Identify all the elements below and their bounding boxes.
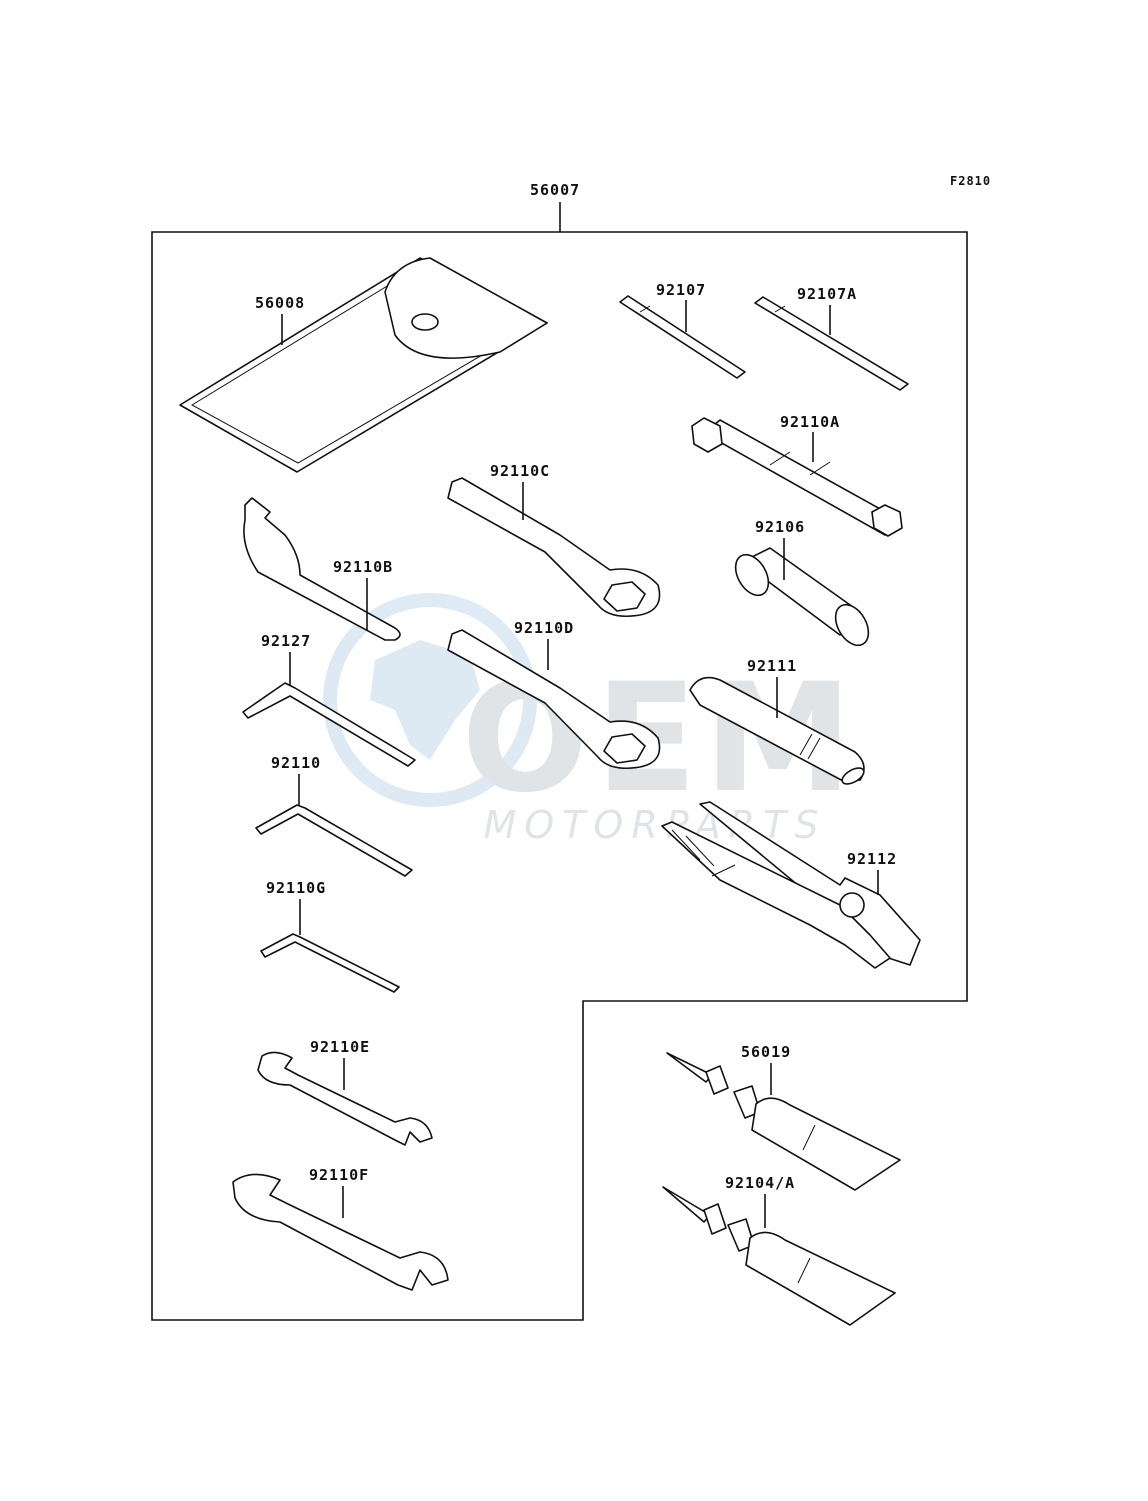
label-wrench-f: 92110F xyxy=(309,1166,369,1184)
label-tube-2: 92104/A xyxy=(725,1174,795,1192)
part-bar: 92111 xyxy=(689,657,865,785)
label-wrench-e: 92110E xyxy=(310,1038,370,1056)
part-tube-1: 56019 xyxy=(666,1043,901,1191)
part-hex-key-10: 92110 xyxy=(255,754,413,877)
part-box-wrench-a: 92110A xyxy=(691,413,903,537)
part-screwdriver-2: 92107A xyxy=(754,285,909,391)
figure-code: F2810 xyxy=(950,174,991,188)
label-wrench-c: 92110C xyxy=(490,462,550,480)
label-screwdriver-1: 92107 xyxy=(656,281,706,299)
label-kit: 56007 xyxy=(530,181,580,199)
watermark-globe-icon xyxy=(323,593,537,807)
kit-outline xyxy=(151,231,968,1321)
label-hex-key-27: 92127 xyxy=(261,632,311,650)
label-wrench-d: 92110D xyxy=(514,619,574,637)
part-wrench-c: 92110C xyxy=(447,462,661,618)
label-socket: 92106 xyxy=(755,518,805,536)
part-wrench-f: 92110F xyxy=(232,1166,449,1291)
part-spanner-b: 92110B xyxy=(243,497,401,641)
label-tube-1: 56019 xyxy=(741,1043,791,1061)
label-hex-key-g: 92110G xyxy=(266,879,326,897)
part-hex-key-27: 92127 xyxy=(242,632,416,767)
label-bar: 92111 xyxy=(747,657,797,675)
part-socket: 92106 xyxy=(734,518,870,647)
part-pouch: 56008 xyxy=(179,257,548,473)
watermark-continent-icon xyxy=(370,640,480,760)
part-pliers: 92112 xyxy=(661,801,921,969)
label-box-wrench-a: 92110A xyxy=(780,413,840,431)
part-tube-2: 92104/A xyxy=(662,1174,896,1326)
watermark-sub-text: MOTORPARTS xyxy=(484,803,827,847)
label-pliers: 92112 xyxy=(847,850,897,868)
label-hex-key-10: 92110 xyxy=(271,754,321,772)
label-spanner-b: 92110B xyxy=(333,558,393,576)
part-wrench-d: 92110D xyxy=(447,619,661,770)
part-screwdriver-1: 92107 xyxy=(619,281,746,379)
label-screwdriver-2: 92107A xyxy=(797,285,857,303)
label-pouch: 56008 xyxy=(255,294,305,312)
part-wrench-e: 92110E xyxy=(257,1038,433,1146)
part-hex-key-g: 92110G xyxy=(260,879,400,993)
